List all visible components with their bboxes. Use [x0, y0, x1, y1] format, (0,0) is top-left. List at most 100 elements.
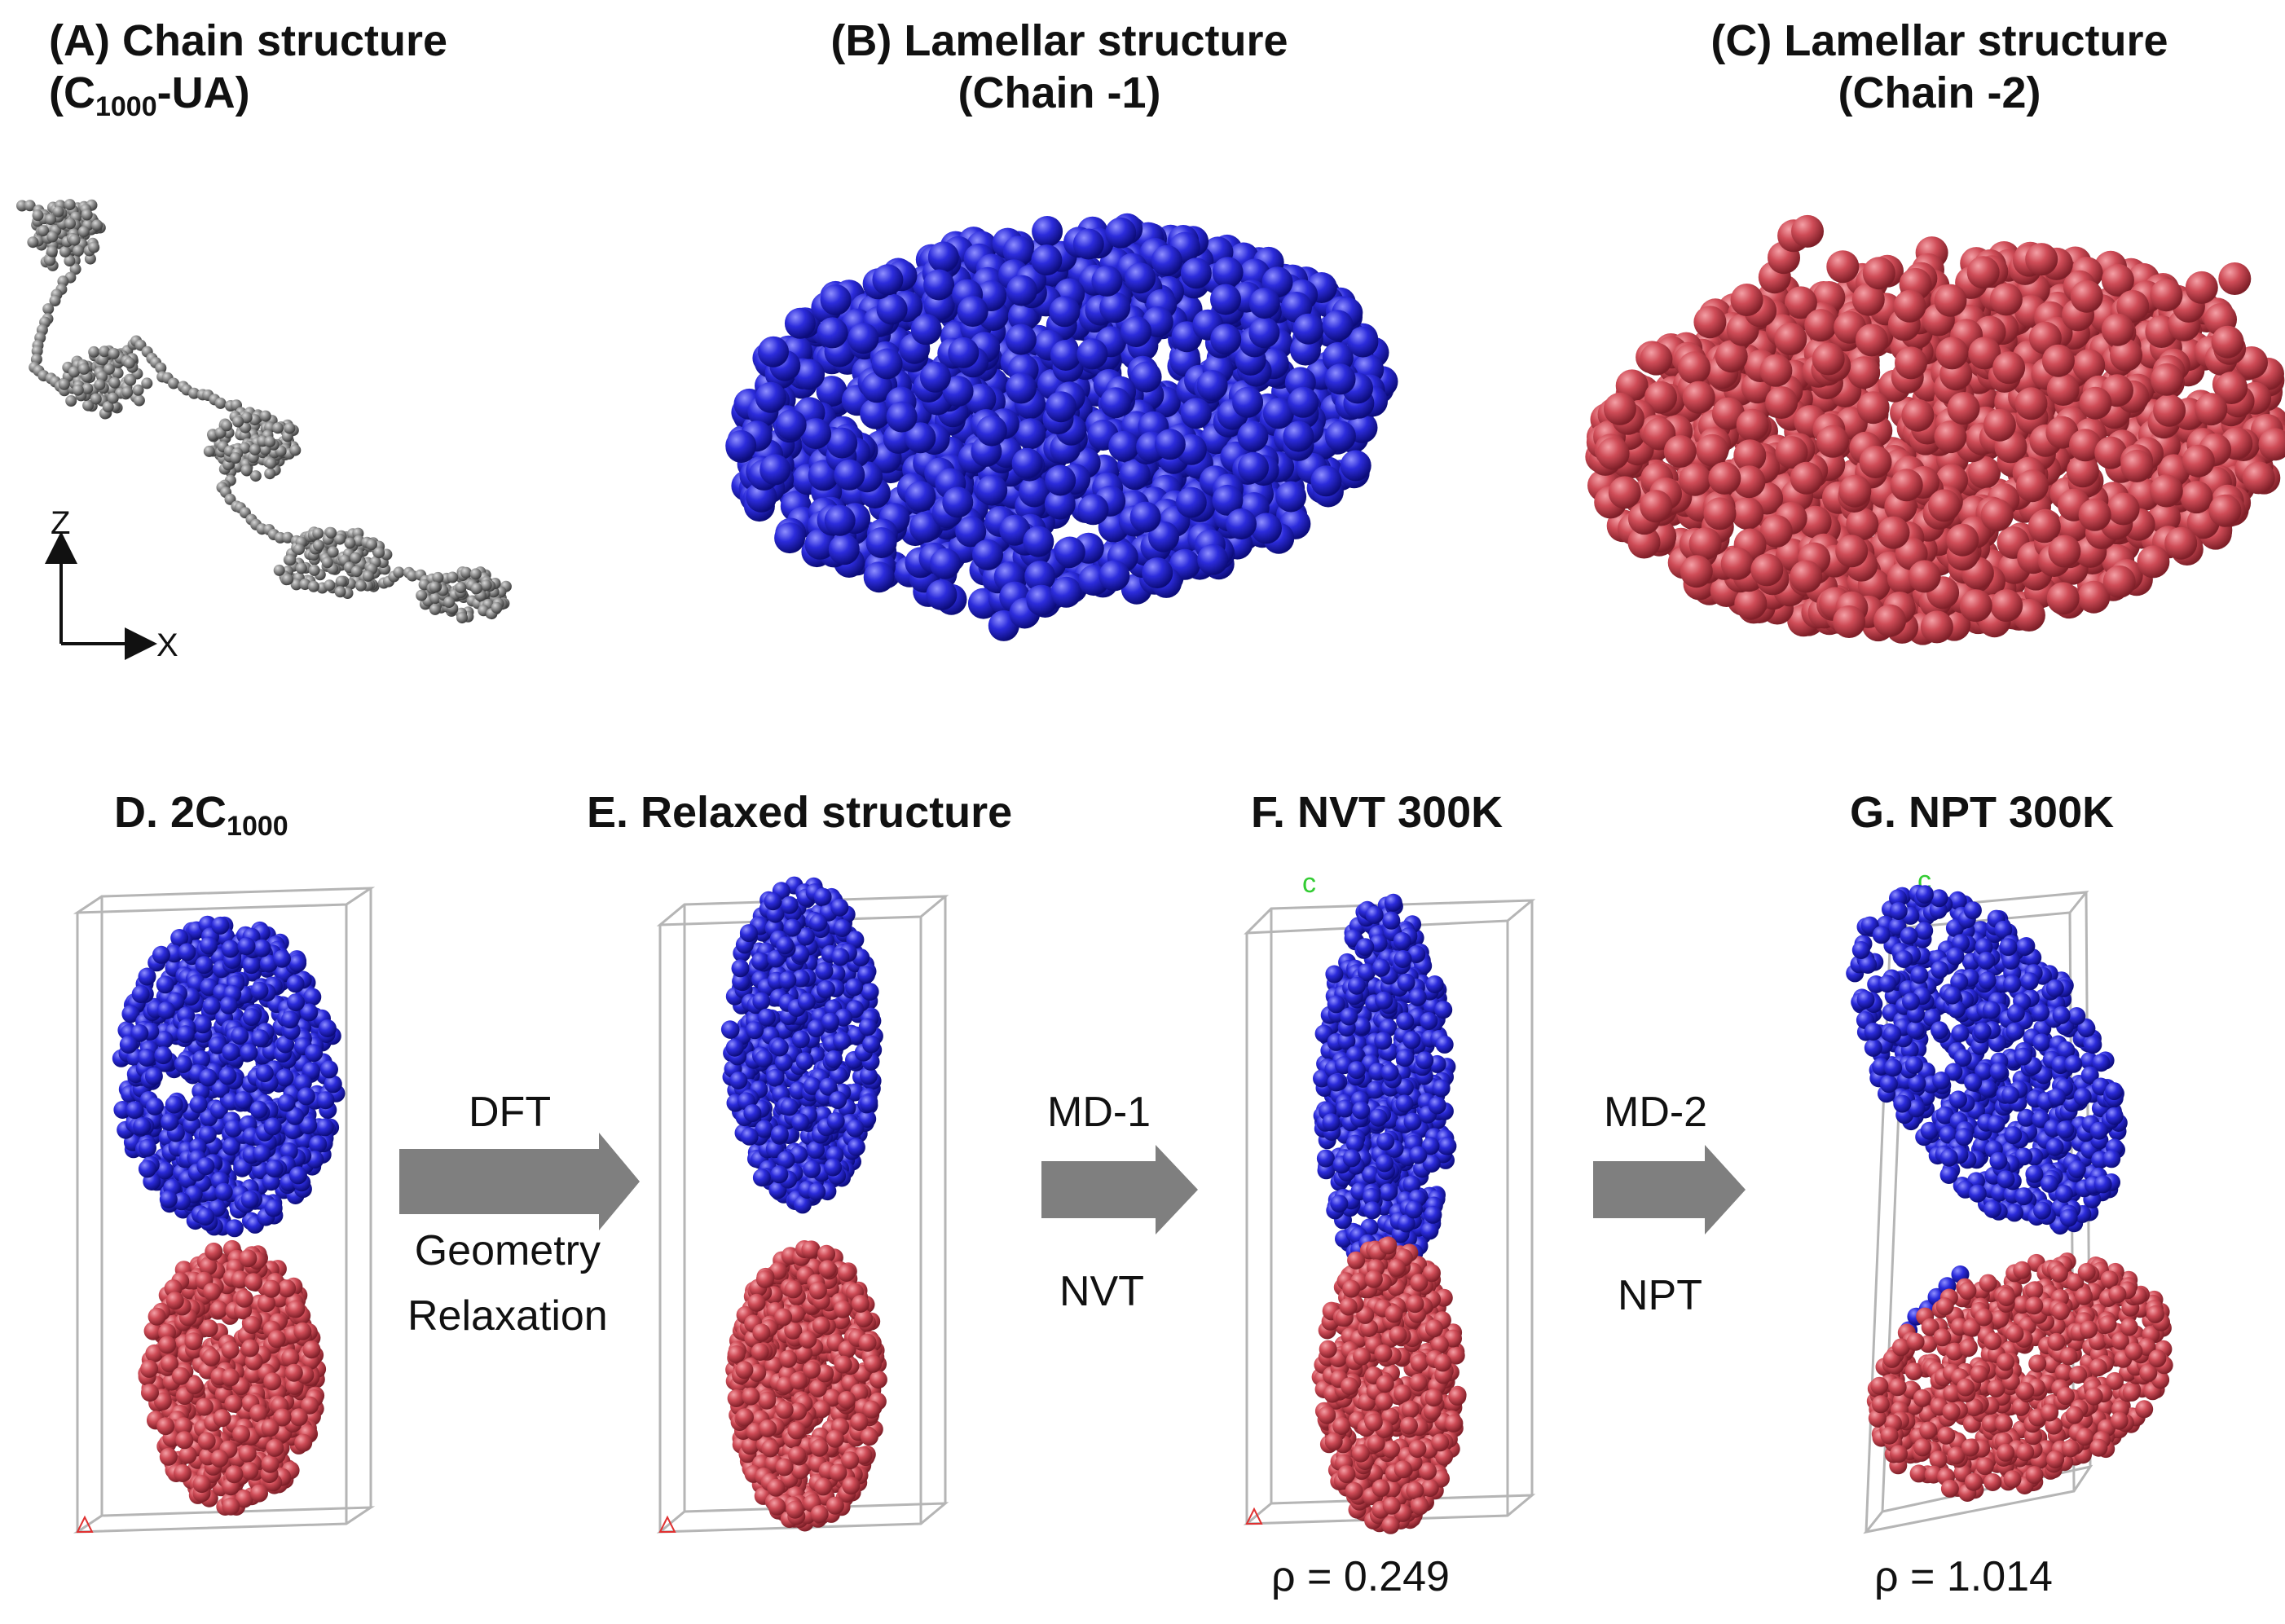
gray-bead [456, 612, 468, 624]
red-bead [1946, 523, 1979, 557]
blue-bead [816, 376, 848, 407]
blue-bead [1076, 338, 1108, 370]
red-bead [1966, 256, 2000, 289]
panel-g-title: G. NPT 300K [1850, 788, 2115, 837]
gray-bead [240, 412, 253, 424]
red-bead [1688, 527, 1722, 561]
gray-bead [272, 422, 284, 434]
blue-bead [250, 981, 269, 1000]
blue-bead [751, 952, 769, 970]
red-bead [200, 1319, 218, 1338]
blue-bead [1248, 288, 1280, 319]
gray-bead [108, 348, 120, 359]
red-bead [1934, 284, 1967, 317]
step3-bottom-label: NPT [1618, 1272, 1702, 1319]
blue-bead [957, 296, 988, 328]
blue-bead [886, 401, 918, 433]
gray-bead [141, 377, 153, 389]
blue-bead [929, 548, 961, 579]
blue-bead [729, 1072, 748, 1089]
red-bead [1678, 351, 1711, 385]
red-bead [2120, 449, 2154, 482]
gray-bead [259, 410, 271, 422]
red-bead [241, 1339, 260, 1358]
blue-bead [942, 376, 974, 407]
panel-d-title: D. 2C1000 [114, 788, 288, 842]
blue-bead [221, 940, 240, 958]
blue-bead [1180, 398, 1212, 429]
red-bead [165, 1292, 184, 1310]
red-bead [2046, 582, 2080, 615]
blue-bead [152, 945, 170, 964]
blue-bead [905, 481, 936, 513]
blue-bead [770, 1165, 789, 1184]
gray-bead [308, 564, 320, 576]
red-bead [1734, 587, 1768, 620]
blue-bead [156, 975, 174, 994]
gray-bead [102, 401, 114, 413]
red-bead [1816, 425, 1849, 458]
blue-bead [138, 1049, 156, 1067]
red-bead [2072, 349, 2106, 382]
blue-bead [1005, 323, 1037, 355]
blue-bead [318, 1019, 337, 1037]
blue-bead [1226, 508, 1257, 539]
blue-bead [1322, 310, 1354, 341]
blue-bead [857, 966, 875, 984]
red-bead [178, 1446, 197, 1464]
blue-bead [783, 918, 802, 937]
blue-bead [861, 372, 893, 403]
red-bead [2027, 510, 2061, 544]
blue-bead [1275, 481, 1307, 513]
blue-bead [1238, 451, 1269, 483]
red-bead [1856, 391, 1890, 425]
red-bead [1947, 392, 1980, 425]
blue-bead [860, 398, 892, 429]
red-bead [1983, 408, 2016, 442]
blue-bead [759, 454, 791, 486]
gray-bead [232, 416, 244, 428]
red-bead [261, 1419, 280, 1437]
red-bead [1759, 515, 1793, 548]
gray-bead [290, 579, 302, 591]
blue-bead [797, 992, 816, 1011]
gray-bead [45, 213, 57, 226]
gray-bead [334, 533, 346, 545]
gray-bead [82, 399, 95, 412]
red-bead [1663, 435, 1697, 468]
blue-bead [159, 1190, 178, 1208]
blue-bead [871, 348, 903, 380]
red-bead [1790, 560, 1823, 593]
blue-bead [1347, 326, 1379, 358]
blue-bead [161, 1112, 179, 1131]
red-bead [175, 1431, 194, 1450]
blue-bead [1072, 228, 1104, 260]
blue-bead [240, 1043, 258, 1062]
blue-bead [1175, 486, 1207, 518]
blue-bead [240, 1190, 259, 1209]
red-bead [1835, 535, 1869, 568]
gray-bead [429, 581, 441, 593]
red-bead [1799, 505, 1832, 539]
red-bead [1812, 342, 1845, 376]
blue-bead [752, 1168, 771, 1187]
panel-e-origin-marker [658, 1515, 676, 1533]
blue-bead [1046, 391, 1076, 423]
blue-bead [942, 486, 974, 518]
blue-bead [725, 1038, 744, 1057]
blue-bead [1031, 244, 1063, 276]
red-bead [1736, 408, 1769, 442]
blue-bead [165, 1095, 183, 1114]
red-bead [232, 1425, 250, 1443]
red-bead [2137, 545, 2170, 579]
red-bead [1640, 490, 1673, 523]
red-bead [2078, 498, 2111, 531]
gray-bead [69, 263, 81, 275]
blue-bead [923, 269, 955, 301]
gray-bead [443, 596, 456, 608]
gray-bead [432, 571, 444, 583]
gray-bead [49, 295, 61, 306]
gray-bead [289, 444, 302, 456]
red-bead [1908, 560, 1941, 593]
gray-bead [295, 562, 307, 574]
